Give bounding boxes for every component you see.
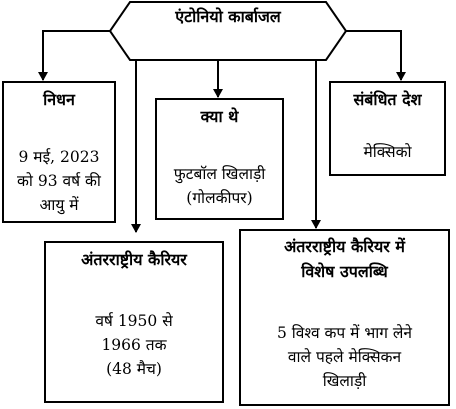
career-box: अंतरराष्ट्रीय कैरियर वर्ष 1950 से 1966 त… — [44, 241, 224, 403]
arrow-to-country — [346, 30, 406, 81]
career-title: अंतरराष्ट्रीय कैरियर — [81, 250, 187, 269]
career-line: 1966 तक — [101, 336, 167, 354]
death-text: 9 मई, 2023 को 93 वर्ष की आयु में — [4, 145, 114, 217]
root-label: एंटोनियो कार्बाजल — [175, 7, 281, 26]
career-line: वर्ष 1950 से — [95, 312, 173, 330]
achievement-line: वाले पहले मेक्सिकन — [287, 348, 402, 366]
achievement-title-line: अंतरराष्ट्रीय कैरियर में — [284, 237, 405, 256]
achievement-text: 5 विश्व कप में भाग लेने वाले पहले मेक्सि… — [241, 321, 448, 393]
achievement-line: 5 विश्व कप में भाग लेने — [276, 324, 413, 342]
achievement-line: खिलाड़ी — [322, 372, 367, 390]
achievement-title-line: विशेष उपलब्धि — [301, 262, 388, 281]
country-title: संबंधित देश — [353, 90, 422, 109]
death-line: को 93 वर्ष की — [17, 172, 101, 190]
career-line: (48 मैच) — [106, 360, 162, 378]
country-box: संबंधित देश मेक्सिको — [329, 81, 446, 176]
what-line: (गोलकीपर) — [186, 189, 253, 207]
achievement-title: अंतरराष्ट्रीय कैरियर में विशेष उपलब्धि — [241, 234, 448, 284]
what-text: फुटबॉल खिलाड़ी (गोलकीपर) — [157, 162, 282, 210]
what-box: क्या थे फुटबॉल खिलाड़ी (गोलकीपर) — [155, 98, 284, 220]
country-line: मेक्सिको — [363, 143, 412, 161]
death-box: निधन 9 मई, 2023 को 93 वर्ष की आयु में — [2, 81, 116, 223]
arrow-to-death — [38, 30, 110, 81]
country-text: मेक्सिको — [331, 140, 444, 164]
death-title: निधन — [43, 90, 75, 109]
death-line: 9 मई, 2023 — [18, 148, 100, 166]
death-line: आयु में — [39, 196, 79, 214]
what-line: फुटबॉल खिलाड़ी — [173, 165, 266, 183]
what-title: क्या थे — [200, 107, 239, 126]
career-text: वर्ष 1950 से 1966 तक (48 मैच) — [46, 309, 222, 381]
achievement-box: अंतरराष्ट्रीय कैरियर में विशेष उपलब्धि 5… — [239, 229, 450, 406]
